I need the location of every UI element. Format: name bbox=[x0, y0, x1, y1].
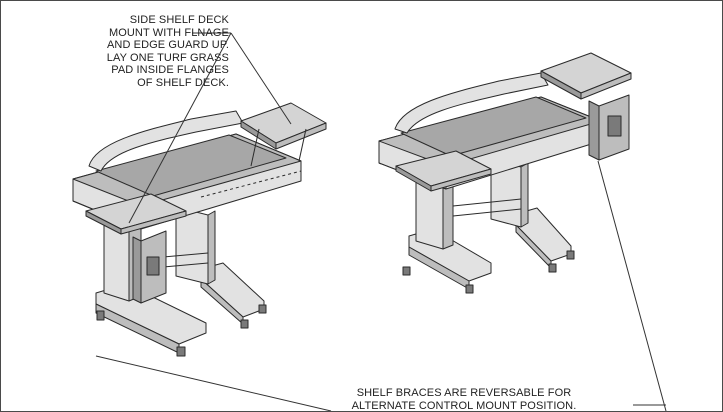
shelf-braces-callout: SHELF BRACES ARE REVERSABLE FOR ALTERNAT… bbox=[299, 387, 629, 412]
callout-line: OF SHELF DECK. bbox=[137, 76, 229, 89]
callout-line: SHELF BRACES ARE REVERSABLE FOR bbox=[356, 387, 572, 399]
shelf-deck-leader-right bbox=[230, 32, 292, 125]
leader-lines bbox=[95, 32, 667, 411]
right-rear-shelf bbox=[540, 52, 632, 100]
callout-line: AND EDGE GUARD UP. bbox=[106, 39, 229, 52]
left-rear-shelf bbox=[240, 102, 327, 167]
right-control-box bbox=[588, 94, 630, 161]
brace-leader-left bbox=[95, 355, 332, 411]
callout-line: LAY ONE TURF GRASS bbox=[106, 51, 229, 64]
callout-line: MOUNT WITH FLNAGE bbox=[108, 26, 229, 39]
right-side-shelf-deck bbox=[395, 150, 492, 192]
callout-line: PAD INSIDE FLANGES bbox=[111, 64, 229, 77]
left-control-box bbox=[132, 230, 167, 304]
right-leg-column bbox=[415, 158, 529, 250]
right-conveyor-unit bbox=[378, 52, 632, 294]
brace-leader-right bbox=[597, 160, 667, 411]
left-conveyor-unit bbox=[72, 102, 327, 357]
shelf-deck-leader-left bbox=[128, 32, 232, 224]
callout-line: ALTERNATE CONTROL MOUNT POSITION. bbox=[351, 399, 577, 412]
shelf-deck-callout: SIDE SHELF DECK MOUNT WITH FLNAGE AND ED… bbox=[29, 14, 229, 90]
left-side-shelf-deck bbox=[85, 193, 187, 235]
callout-line: SIDE SHELF DECK bbox=[129, 14, 229, 26]
